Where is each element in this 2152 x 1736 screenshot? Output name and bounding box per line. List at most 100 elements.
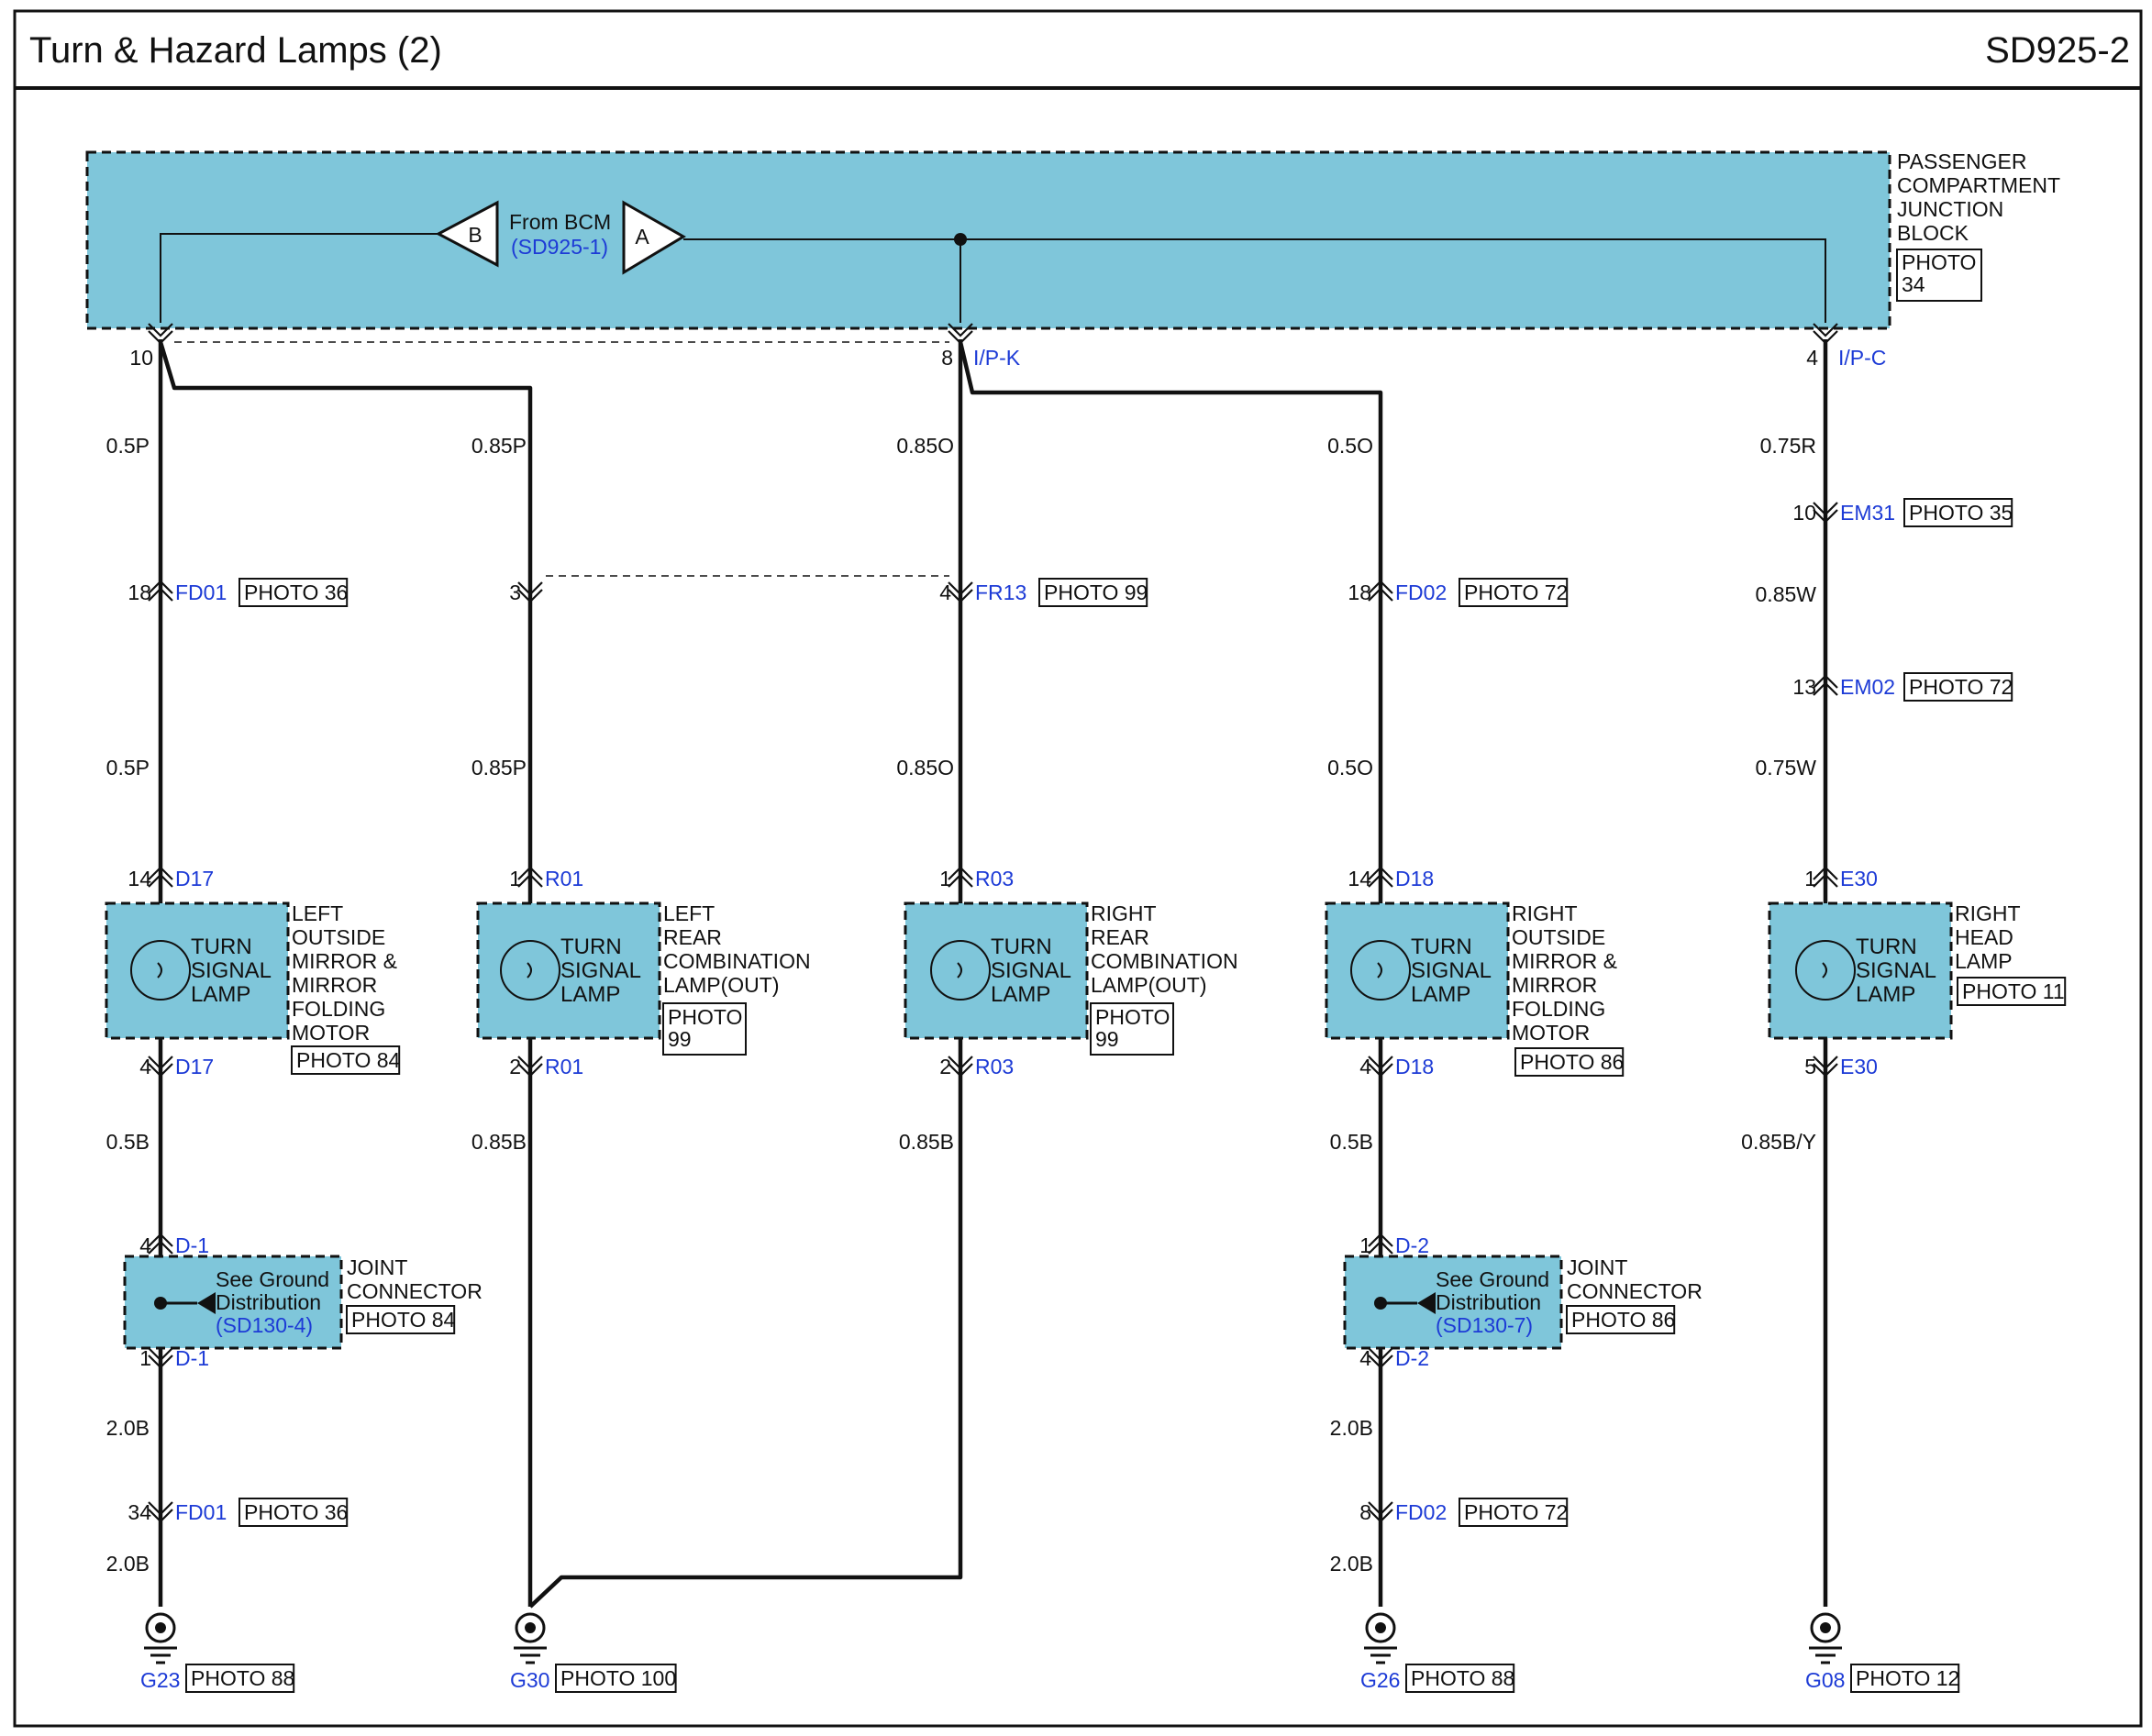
wire-label: 0.5P (106, 756, 150, 780)
connector-id: FD01 (175, 581, 227, 604)
jb-connector-id: I/P-K (973, 346, 1021, 370)
bulb-icon (130, 940, 191, 1001)
connector-pin: 8 (1359, 1500, 1371, 1524)
photo-ref-text: PHOTO 84 (296, 1048, 401, 1072)
bulb-icon (1795, 940, 1856, 1001)
connector-id: E30 (1840, 1055, 1878, 1078)
lamp-description: RIGHT (1091, 901, 1157, 925)
jb-pin-number: 8 (941, 346, 953, 370)
photo-ref-text: PHOTO (668, 1005, 742, 1029)
port-a-triangle (622, 200, 686, 275)
jb-pin-number: 10 (129, 346, 153, 370)
ground-arrow-icon (197, 1292, 216, 1314)
joint-ground-text: See Ground (1436, 1267, 1549, 1291)
connector-chevron (517, 581, 543, 603)
bulb-icon (930, 940, 991, 1001)
filament-icon (157, 962, 162, 979)
connector-id: D18 (1395, 1055, 1434, 1078)
connector-id: FR13 (975, 581, 1026, 604)
sheet-frame (13, 9, 2143, 1728)
connector-chevron (148, 1233, 173, 1255)
joint-description: CONNECTOR (1567, 1279, 1703, 1303)
wire-label: 0.85B/Y (1741, 1130, 1816, 1154)
lamp-inner-label: SIGNAL (1856, 958, 1936, 983)
connector-chevron (1813, 502, 1838, 524)
connector-photo: PHOTO 36 (238, 1498, 348, 1527)
connector-pin: 10 (1792, 501, 1816, 525)
connector-id: FD02 (1395, 1500, 1447, 1524)
bulb-icon (500, 940, 560, 1001)
connector-pin: 14 (128, 867, 151, 890)
junction-block-label: BLOCK (1897, 221, 1969, 245)
connector-id: R03 (975, 1055, 1014, 1078)
lamp-description: FOLDING (1512, 997, 1605, 1021)
lamp-inner-label: SIGNAL (191, 958, 272, 983)
connector-chevron (148, 580, 173, 602)
photo-ref-text: PHOTO 72 (1464, 581, 1568, 604)
bcm-b-wire (160, 233, 438, 323)
wire-label: 2.0B (1330, 1552, 1373, 1576)
ground-photo: PHOTO 100 (555, 1664, 677, 1693)
connector-pin: 4 (1359, 1055, 1371, 1078)
lamp-description: COMBINATION (1091, 949, 1238, 973)
ground-photo: PHOTO 88 (1405, 1664, 1514, 1693)
bulb-icon (1350, 940, 1411, 1001)
wire-label: 0.5B (1330, 1130, 1373, 1154)
connector-chevron (1368, 1056, 1393, 1078)
ground-id: G08 (1805, 1668, 1845, 1692)
ground-id: G30 (510, 1668, 549, 1692)
lamp-component (105, 901, 290, 1040)
lamp-description: MIRROR (1512, 973, 1597, 997)
lamp-description: HEAD (1955, 925, 2013, 949)
jb-connector-id: I/P-C (1838, 346, 1886, 370)
wire-label: 0.85P (471, 756, 527, 780)
connector-id: D-2 (1395, 1346, 1429, 1370)
lamp-component (1325, 901, 1510, 1040)
ground-id: G23 (140, 1668, 180, 1692)
connector-pin: 3 (509, 581, 521, 604)
photo-ref-text: PHOTO (1902, 250, 1976, 274)
connector-id: D-1 (175, 1346, 209, 1370)
wire-label: 0.85B (899, 1130, 954, 1154)
connector-chevron (517, 866, 543, 888)
lamp-component (1768, 901, 1953, 1040)
connector-chevron (148, 866, 173, 888)
photo-ref-text: PHOTO (1095, 1005, 1170, 1029)
filament-icon (1377, 962, 1382, 979)
connector-id: D-2 (1395, 1233, 1429, 1257)
bcm-a-wire (683, 238, 1826, 323)
connector-id: EM02 (1840, 675, 1895, 699)
joint-ground-text: Distribution (216, 1290, 321, 1314)
connector-pin: 4 (1359, 1346, 1371, 1370)
lamp-description: LEFT (292, 901, 343, 925)
joint-ground-text: See Ground (216, 1267, 329, 1291)
connector-pin: 1 (139, 1346, 151, 1370)
connector-chevron (1368, 580, 1393, 602)
lamp-description: LAMP(OUT) (663, 973, 780, 997)
wire-label: 0.85O (896, 434, 954, 458)
lamp-description: LAMP (1955, 949, 2013, 973)
connector-photo: PHOTO 36 (238, 578, 348, 607)
wire-label: 0.5O (1327, 434, 1373, 458)
junction-block-label: JUNCTION (1897, 197, 2003, 221)
connector-pin: 4 (139, 1055, 151, 1078)
ground-photo: PHOTO 88 (185, 1664, 294, 1693)
lamp-component (904, 901, 1089, 1040)
connector-chevron (1813, 1056, 1838, 1078)
connector-chevron (1813, 674, 1838, 696)
ground-id: G26 (1360, 1668, 1400, 1692)
photo-ref-text: PHOTO 88 (1411, 1666, 1514, 1690)
lamp-inner-label: LAMP (560, 982, 620, 1007)
jb-pin-number: 4 (1806, 346, 1818, 370)
connector-id: D17 (175, 867, 214, 890)
filament-icon (957, 962, 962, 979)
photo-ref-text: PHOTO 86 (1520, 1050, 1624, 1074)
ground-arrow-icon (1417, 1292, 1436, 1314)
connector-pin: 5 (1804, 1055, 1816, 1078)
photo-ref-text: PHOTO 12 (1856, 1666, 1959, 1690)
from-bcm-ref: (SD925-1) (511, 235, 608, 259)
connector-id: FD01 (175, 1500, 227, 1524)
